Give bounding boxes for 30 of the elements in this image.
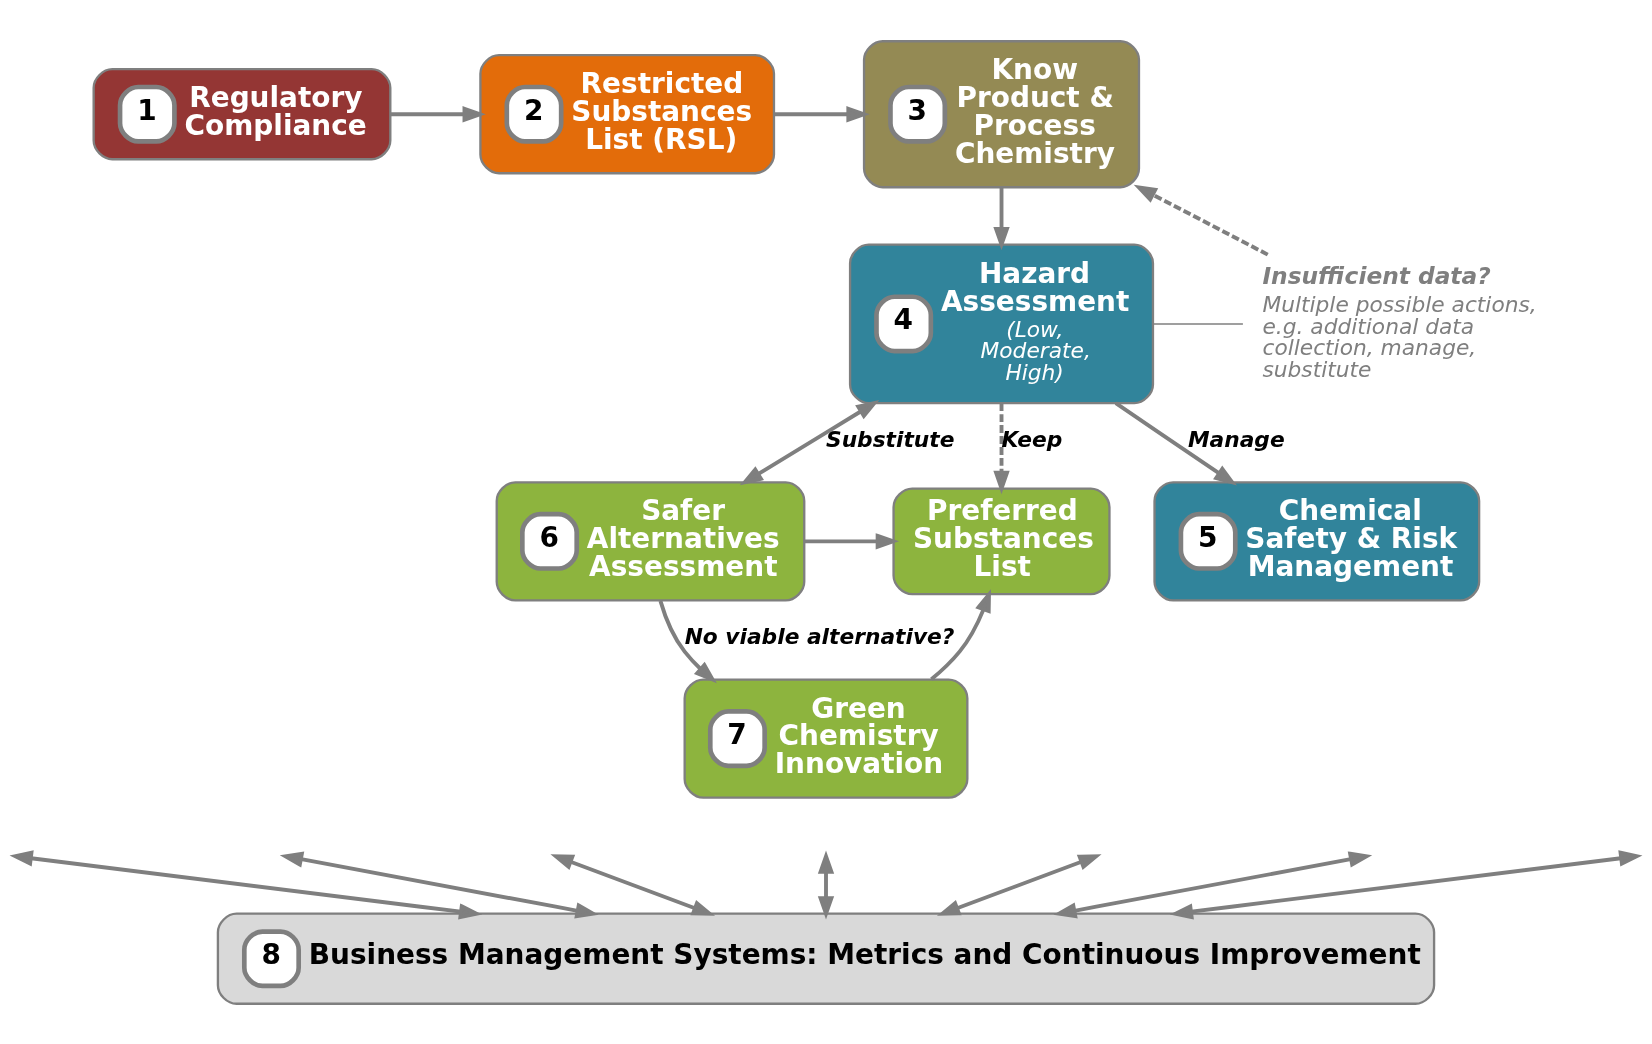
arrow <box>739 399 880 485</box>
node-box: Preferred Substances List <box>892 486 1111 595</box>
edge-label: Keep <box>1001 426 1063 452</box>
node-box: 6 Safer Alternatives Assessment <box>495 480 806 602</box>
arrow <box>1133 184 1269 256</box>
arrow <box>9 849 483 920</box>
arrow <box>658 599 717 683</box>
connector <box>1152 322 1244 325</box>
edge-label: Manage <box>1187 426 1285 452</box>
edge-label: No viable alternative? <box>684 623 955 649</box>
node-box: 8 Business Management Systems: Metrics and Continuous Improvement <box>216 912 1436 1005</box>
arrow <box>936 853 1102 916</box>
arrow <box>1053 850 1373 918</box>
arrow <box>804 532 900 550</box>
arrow <box>993 402 1010 494</box>
arrow <box>774 105 870 122</box>
node-box: 7 Green Chemistry Innovation <box>683 677 969 799</box>
arrow <box>1114 401 1237 485</box>
arrow <box>390 105 486 122</box>
arrow <box>993 186 1010 250</box>
arrow <box>930 588 991 681</box>
node-text: Insufficient data? Multiple possible actions, e.g. additional data collection, manage, substitute <box>1262 261 1537 382</box>
arrow <box>550 853 716 916</box>
node-box: 3 Know Product & Process Chemistry <box>862 39 1141 188</box>
node-box: 5 Chemical Safety & Risk Management <box>1153 480 1481 602</box>
arrow <box>1169 849 1643 920</box>
node-box: 2 Restricted Substances List (RSL) <box>479 53 776 174</box>
arrow <box>279 850 599 918</box>
edge-label: Substitute <box>826 426 955 452</box>
arrow <box>817 849 835 920</box>
